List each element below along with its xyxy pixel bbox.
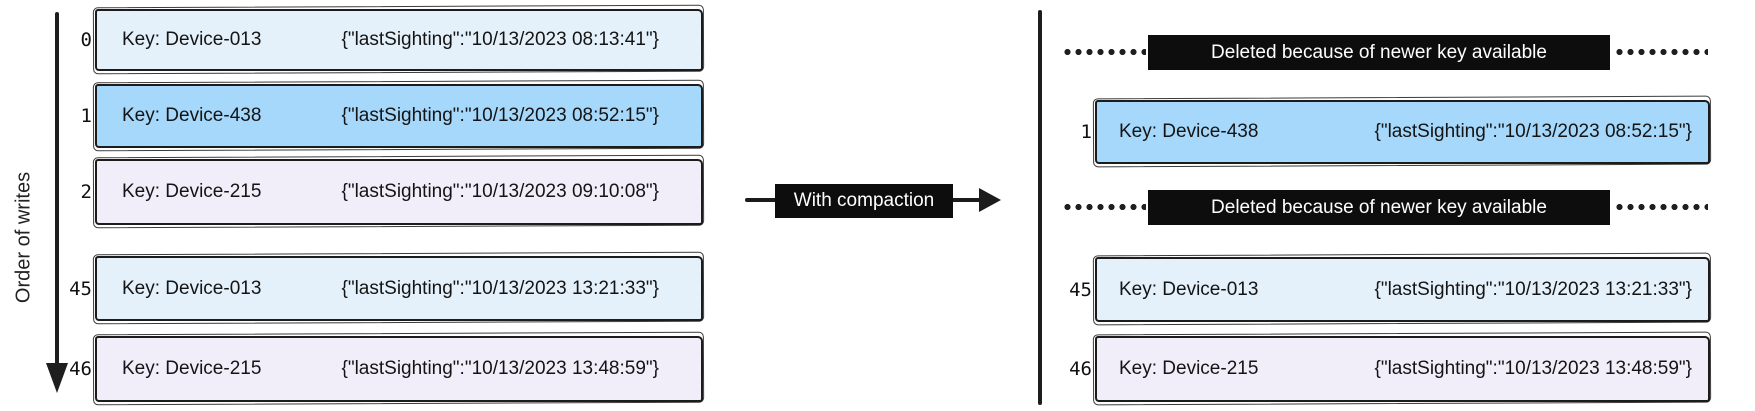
write-index-0: 0 [80,29,92,51]
right-record-45: Key: Device-013 {"lastSighting":"10/13/2… [1095,257,1710,322]
left-record-45: Key: Device-013 {"lastSighting":"10/13/2… [95,256,703,321]
compacted-index-1: 1 [1080,121,1092,143]
order-of-writes-arrow-line [55,12,59,365]
record-key: Key: Device-013 [122,277,262,299]
compacted-index-45: 45 [1069,279,1092,301]
right-panel-axis-line [1038,10,1042,405]
record-key: Key: Device-013 [1119,278,1259,300]
record-value: {"lastSighting":"10/13/2023 13:48:59"} [1374,358,1692,379]
record-key: Key: Device-215 [1119,358,1259,379]
record-key: Key: Device-215 [122,358,262,379]
record-value: {"lastSighting":"10/13/2023 09:10:08"} [341,181,659,202]
deleted-label-2: Deleted because of newer key available [1148,190,1610,225]
right-record-1: Key: Device-438 {"lastSighting":"10/13/2… [1095,100,1710,164]
order-of-writes-arrowhead-icon [46,363,68,393]
left-record-0: Key: Device-013 {"lastSighting":"10/13/2… [95,9,703,71]
record-value: {"lastSighting":"10/13/2023 08:52:15"} [341,105,659,126]
right-record-46: Key: Device-215 {"lastSighting":"10/13/2… [1095,336,1710,402]
write-index-1: 1 [80,105,92,127]
record-key: Key: Device-438 [122,105,262,126]
left-record-46: Key: Device-215 {"lastSighting":"10/13/2… [95,336,703,402]
record-value: {"lastSighting":"10/13/2023 13:21:33"} [1374,278,1692,300]
record-value: {"lastSighting":"10/13/2023 13:21:33"} [341,277,659,299]
left-record-2: Key: Device-215 {"lastSighting":"10/13/2… [95,159,703,225]
write-index-45: 45 [69,278,92,300]
dotted-line-left [1062,203,1146,211]
record-value: {"lastSighting":"10/13/2023 08:13:41"} [341,29,659,50]
dotted-line-right [1614,48,1708,56]
dotted-line-left [1062,48,1146,56]
dotted-line-right [1614,203,1708,211]
record-key: Key: Device-438 [1119,121,1259,142]
compacted-index-46: 46 [1069,358,1092,380]
record-key: Key: Device-013 [122,29,262,50]
record-value: {"lastSighting":"10/13/2023 13:48:59"} [341,358,659,379]
deleted-label-1: Deleted because of newer key available [1148,35,1610,70]
write-index-46: 46 [69,358,92,380]
write-index-2: 2 [80,181,92,203]
left-record-1: Key: Device-438 {"lastSighting":"10/13/2… [95,84,703,148]
order-of-writes-label: Order of writes [12,171,35,304]
compaction-arrowhead-icon [979,188,1001,212]
with-compaction-label: With compaction [775,184,953,218]
record-value: {"lastSighting":"10/13/2023 08:52:15"} [1374,121,1692,142]
record-key: Key: Device-215 [122,181,262,202]
